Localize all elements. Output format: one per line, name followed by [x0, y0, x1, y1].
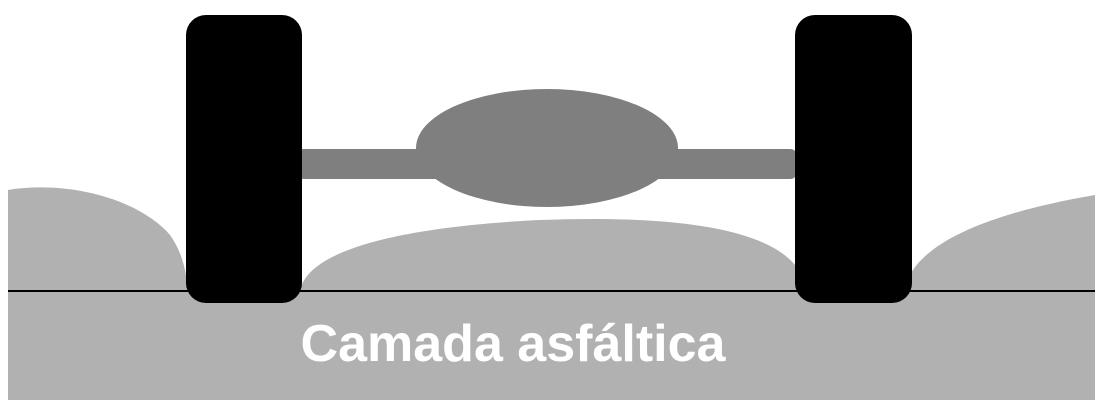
differential-housing: [416, 89, 678, 207]
asphalt-layer-label: Camada asfáltica: [301, 315, 727, 373]
asphalt-heave-center: [300, 218, 798, 290]
wheel-right: [795, 15, 912, 303]
wheel-left: [186, 15, 302, 303]
asphalt-layer: [8, 290, 1095, 400]
asphalt-heave-right: [905, 195, 1095, 290]
asphalt-heave-left: [8, 187, 188, 290]
